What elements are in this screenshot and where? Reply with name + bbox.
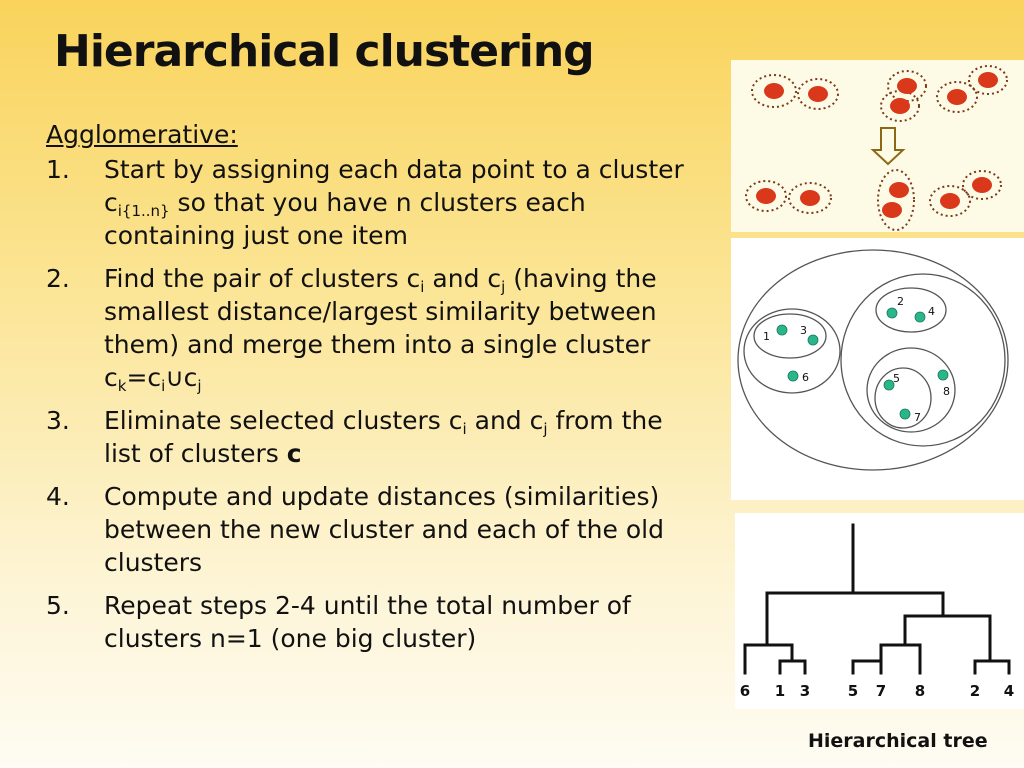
steps-list: 1. Start by assigning each data point to… — [46, 153, 696, 655]
cluster-label-2: 2 — [897, 295, 904, 308]
cluster-label-1: 1 — [763, 330, 770, 343]
leaf-label: 4 — [1004, 682, 1014, 700]
leaf-label: 8 — [915, 682, 925, 700]
leaf-label: 5 — [848, 682, 858, 700]
cluster-label-8: 8 — [943, 385, 950, 398]
step-number: 1. — [46, 155, 70, 184]
cluster-label-3: 3 — [800, 324, 807, 337]
cluster-label-4: 4 — [928, 305, 935, 318]
step-5: 5. Repeat steps 2-4 until the total numb… — [46, 591, 631, 653]
cluster-label-5: 5 — [893, 372, 900, 385]
step-number: 5. — [46, 591, 70, 620]
down-arrow-icon — [870, 127, 906, 166]
agglomerative-heading: Agglomerative: — [46, 120, 238, 149]
leaf-label: 3 — [800, 682, 810, 700]
merge-illustration — [731, 60, 1024, 232]
leaf-label: 7 — [876, 682, 886, 700]
nested-cluster-svg: 1 2 3 4 5 6 7 8 — [737, 249, 1009, 471]
tree-caption: Hierarchical tree — [808, 730, 988, 752]
cluster-label-6: 6 — [802, 371, 809, 384]
nested-cluster-diagram: 1 2 3 4 5 6 7 8 — [731, 238, 1024, 500]
dendrogram-svg: 6 1 3 5 7 8 2 4 — [740, 523, 1014, 700]
step-4: 4. Compute and update distances (similar… — [46, 482, 664, 577]
cluster-label-7: 7 — [914, 411, 921, 424]
leaf-label: 1 — [775, 682, 785, 700]
step-2: 2. Find the pair of clusters ci and cj (… — [46, 264, 657, 395]
step-3: 3. Eliminate selected clusters ci and cj… — [46, 406, 663, 468]
step-1: 1. Start by assigning each data point to… — [46, 155, 684, 250]
merge-illustration-svg — [745, 65, 1008, 231]
steps-content: Agglomerative: 1. Start by assigning eac… — [46, 118, 696, 665]
slide-title: Hierarchical clustering — [54, 26, 595, 77]
dendrogram: 6 1 3 5 7 8 2 4 — [735, 513, 1024, 709]
leaf-label: 6 — [740, 682, 750, 700]
step-number: 3. — [46, 406, 70, 435]
leaf-label: 2 — [970, 682, 980, 700]
step-number: 2. — [46, 264, 70, 293]
step-number: 4. — [46, 482, 70, 511]
